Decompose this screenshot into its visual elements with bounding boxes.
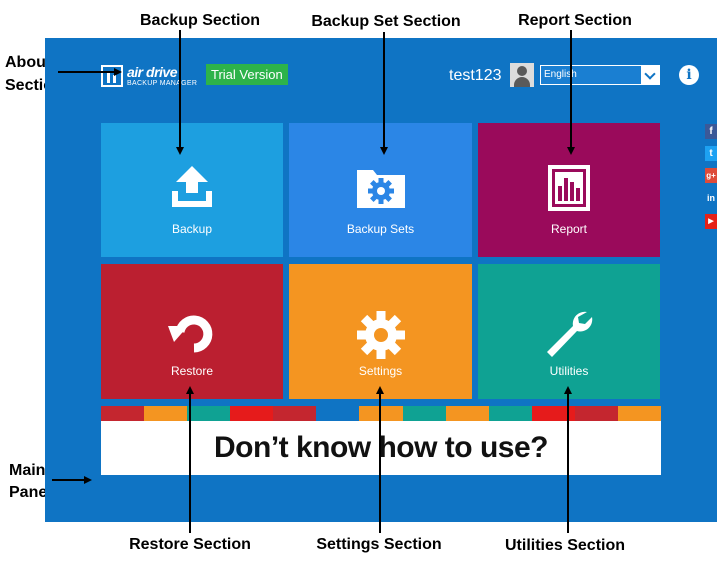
language-select-value: English [544,69,577,80]
settings-tile[interactable]: Settings [289,264,472,399]
language-select[interactable]: English [540,65,660,85]
main-panel: air drive BACKUP MANAGER Trial Version t… [45,38,717,522]
linkedin-icon[interactable]: in [705,191,717,206]
utilities-tile[interactable]: Utilities [478,264,660,399]
restore-tile[interactable]: Restore [101,264,283,399]
undo-icon [168,315,213,353]
logo-name: air drive [127,64,177,80]
app-logo[interactable]: air drive BACKUP MANAGER [101,63,197,89]
upload-icon [172,166,212,207]
utilities-tile-label: Utilities [549,364,589,378]
banner-strip-segment [273,406,317,421]
banner-strip-segment [488,406,532,421]
bar-chart-icon [548,165,590,211]
youtube-icon[interactable]: ▶ [705,214,717,229]
logo-mark-icon [101,65,123,87]
report-tile[interactable]: Report [478,123,660,257]
help-banner[interactable]: Don’t know how to use? [101,421,661,475]
backup-sets-tile[interactable]: Backup Sets [289,123,472,257]
folder-gear-icon [356,170,405,208]
twitter-icon[interactable]: t [705,146,717,161]
banner-strip-segment [574,406,618,421]
banner-strip-segment [144,406,188,421]
banner-strip-segment [101,406,145,421]
gear-icon [356,311,405,359]
banner-strip-segment [230,406,274,421]
username: test123 [449,67,502,84]
facebook-icon[interactable]: f [705,124,717,139]
restore-tile-label: Restore [170,364,214,378]
banner-strip-segment [316,406,360,421]
wrench-icon [547,311,593,357]
chevron-down-icon[interactable] [641,66,659,84]
callout-utilities-section: Utilities Section [504,537,626,554]
report-tile-label: Report [550,222,588,236]
banner-strip-segment [187,406,231,421]
callout-main-panel-line2: Panel [9,484,52,501]
trial-version-badge[interactable]: Trial Version [206,64,288,85]
callout-backup-set-section: Backup Set Section [311,13,461,30]
info-icon[interactable]: i [679,65,699,85]
callout-settings-section: Settings Section [316,536,442,553]
callout-restore-section: Restore Section [129,536,251,553]
settings-tile-label: Settings [358,364,403,378]
banner-strip-segment [531,406,575,421]
backup-tile[interactable]: Backup [101,123,283,257]
help-banner-strip[interactable] [101,406,662,421]
banner-strip-segment [445,406,489,421]
callout-main-panel-line1: Main [9,462,46,479]
callout-about-section-line1: About [5,54,52,71]
callout-backup-section: Backup Section [139,12,261,29]
callout-report-section: Report Section [518,12,632,29]
backup-sets-tile-label: Backup Sets [346,222,415,236]
banner-strip-segment [359,406,403,421]
google-plus-icon[interactable]: g+ [705,168,717,183]
backup-tile-label: Backup [171,222,213,236]
user-avatar-icon[interactable] [510,63,534,87]
banner-strip-segment [617,406,662,421]
logo-subtitle: BACKUP MANAGER [127,80,198,87]
banner-strip-segment [402,406,446,421]
